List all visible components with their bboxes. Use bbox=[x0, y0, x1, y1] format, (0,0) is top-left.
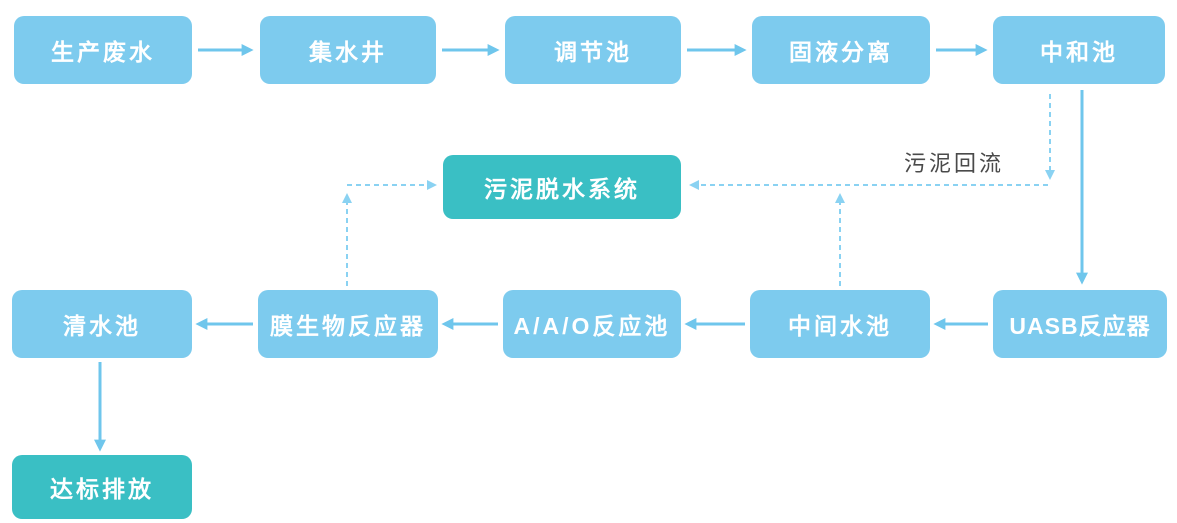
node-label: 调节池 bbox=[554, 39, 632, 65]
node-label: 中间水池 bbox=[788, 313, 892, 339]
node-label: 膜生物反应器 bbox=[270, 313, 426, 339]
node-standard-discharge: 达标排放 bbox=[12, 455, 192, 519]
node-membrane-bioreactor: 膜生物反应器 bbox=[258, 290, 438, 358]
node-label: 固液分离 bbox=[789, 39, 893, 65]
node-label: 清水池 bbox=[63, 313, 141, 339]
node-sludge-dewatering-system: 污泥脱水系统 bbox=[443, 155, 681, 219]
node-clean-water-tank: 清水池 bbox=[12, 290, 192, 358]
node-label: 达标排放 bbox=[50, 476, 154, 502]
sludge-return-label: 污泥回流 bbox=[888, 146, 1020, 178]
node-label: 生产废水 bbox=[51, 39, 155, 65]
node-intermediate-water-tank: 中间水池 bbox=[750, 290, 930, 358]
node-label: UASB反应器 bbox=[1009, 313, 1151, 339]
node-label: 集水井 bbox=[309, 39, 387, 65]
node-neutralization-tank: 中和池 bbox=[993, 16, 1165, 84]
node-solid-liquid-separation: 固液分离 bbox=[752, 16, 930, 84]
node-aao-reaction-tank: A/A/O反应池 bbox=[503, 290, 681, 358]
node-label: 中和池 bbox=[1040, 39, 1118, 65]
node-label: A/A/O反应池 bbox=[513, 313, 671, 339]
node-uasb-reactor: UASB反应器 bbox=[993, 290, 1167, 358]
node-label: 污泥脱水系统 bbox=[484, 176, 640, 202]
node-collection-well: 集水井 bbox=[260, 16, 436, 84]
node-production-wastewater: 生产废水 bbox=[14, 16, 192, 84]
node-regulating-tank: 调节池 bbox=[505, 16, 681, 84]
sludge-return-text: 污泥回流 bbox=[903, 151, 1004, 176]
